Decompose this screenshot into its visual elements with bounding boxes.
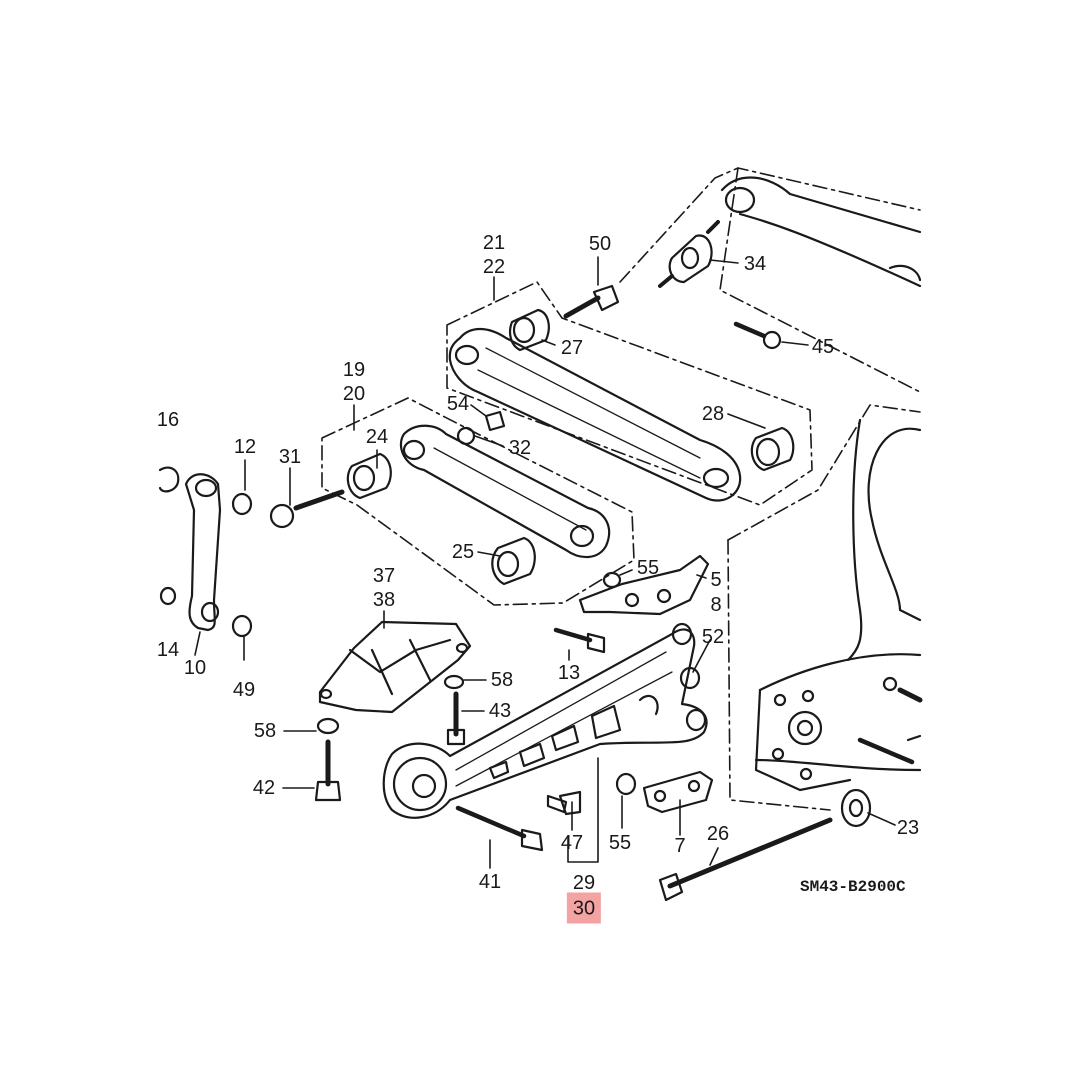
leader-lines — [194, 256, 896, 869]
upper-arm-21-22 — [448, 284, 795, 502]
callout-52: 52 — [701, 626, 725, 648]
callout-50: 50 — [588, 233, 612, 255]
callout-8: 8 — [710, 594, 722, 616]
callout-37: 37 — [372, 565, 396, 587]
callout-34: 34 — [743, 253, 767, 275]
fasteners — [314, 627, 872, 902]
callout-19: 19 — [342, 359, 366, 381]
callout-21: 21 — [482, 232, 506, 254]
callout-29: 29 — [572, 872, 596, 894]
callout-12: 12 — [233, 436, 257, 458]
callout-45: 45 — [811, 336, 835, 358]
callout-47: 47 — [560, 832, 584, 854]
callout-55-upper: 55 — [636, 557, 660, 579]
callout-55-lower: 55 — [608, 832, 632, 854]
callout-49: 49 — [232, 679, 256, 701]
callout-25: 25 — [451, 541, 475, 563]
callout-30-highlighted: 30 — [566, 892, 602, 924]
callout-31: 31 — [278, 446, 302, 468]
bracket-5-8 — [578, 554, 710, 616]
callout-22: 22 — [482, 256, 506, 278]
callout-10: 10 — [183, 657, 207, 679]
stabilizer-link — [158, 466, 253, 638]
callout-14: 14 — [156, 639, 180, 661]
group-outlines — [321, 167, 921, 811]
callout-41: 41 — [478, 871, 502, 893]
knuckle-assembly — [754, 418, 923, 792]
upper-right-arm — [658, 176, 922, 288]
bracket-37-38 — [318, 620, 472, 714]
callout-16: 16 — [156, 409, 180, 431]
callout-13: 13 — [557, 662, 581, 684]
callout-42: 42 — [252, 777, 276, 799]
callout-58-upper: 58 — [490, 669, 514, 691]
callout-23: 23 — [896, 817, 920, 839]
callout-24: 24 — [365, 426, 389, 448]
callout-7: 7 — [674, 835, 686, 857]
bracket-7 — [642, 770, 714, 814]
callout-32: 32 — [508, 437, 532, 459]
callout-58-lower: 58 — [253, 720, 277, 742]
callout-27: 27 — [560, 337, 584, 359]
diagram-code: SM43-B2900C — [800, 878, 906, 896]
callout-20: 20 — [342, 383, 366, 405]
callout-54: 54 — [446, 393, 470, 415]
callout-5: 5 — [710, 569, 722, 591]
callout-38: 38 — [372, 589, 396, 611]
trailing-arm-29-30 — [382, 622, 708, 819]
callout-43: 43 — [488, 700, 512, 722]
callout-28: 28 — [701, 403, 725, 425]
arm-19-20 — [269, 410, 611, 586]
callout-26: 26 — [706, 823, 730, 845]
